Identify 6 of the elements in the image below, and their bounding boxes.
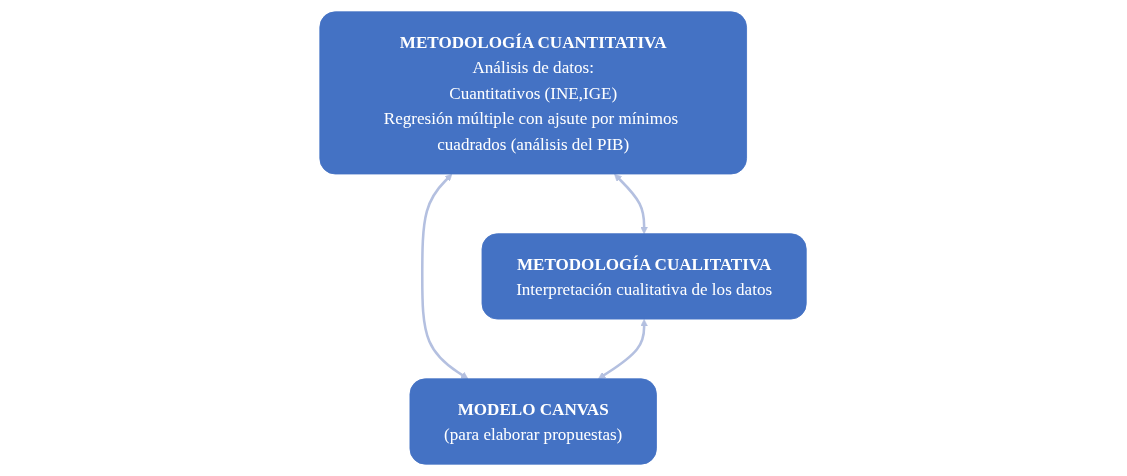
node-box: METODOLOGÍA CUANTITATIVA Análisis de datos: Cuantitativos (INE,IGE) Regresión múltiple con ajsute por mínimos cuadrados (análisis del PIB) (319, 11, 748, 175)
node-box: MODELO CANVAS (para elaborar propuestas) (410, 378, 658, 465)
arrow (598, 319, 649, 380)
arrow (421, 173, 469, 380)
node-box: METODOLOGÍA CUALITATIVA Interpretación cualitativa de los datos (482, 233, 808, 320)
arrow (614, 173, 649, 235)
